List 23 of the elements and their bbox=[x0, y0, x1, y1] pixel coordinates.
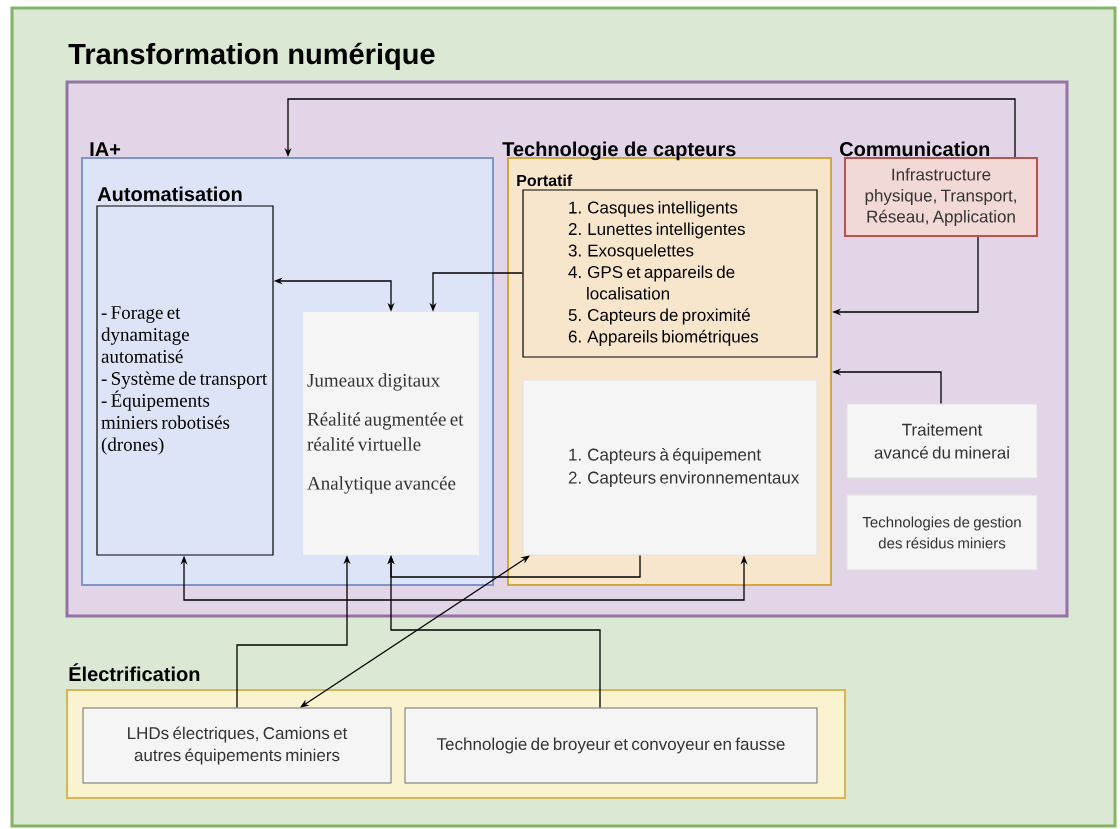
section-heading: Communication bbox=[840, 141, 990, 157]
list-box: - Forage et dynamitage automatisé - Système de transport - Équipements miniers robotisés (drones) bbox=[96, 205, 274, 556]
process-box: Technologie de broyeur et convoyeur en fausse bbox=[404, 707, 818, 784]
section-heading: Portatif bbox=[517, 174, 573, 187]
process-box: LHDs électriques, Camions et autres équipements miniers bbox=[82, 707, 392, 784]
process-box: Infrastructure physique, Transport, Réseau, Application bbox=[844, 157, 1038, 237]
list-box: 1. Capteurs à équipement 2. Capteurs environnementaux bbox=[522, 379, 818, 556]
section-heading: Automatisation bbox=[97, 186, 242, 202]
section-heading: IA+ bbox=[90, 142, 121, 156]
node-label: 2. Lunettes intelligentes bbox=[568, 222, 745, 239]
arrow bbox=[300, 555, 530, 708]
list-box: Jumeaux digitaux Réalité augmentée et réalité virtuelle Analytique avancée bbox=[303, 312, 479, 555]
process-box: Technologies de gestion des résidus miniers bbox=[846, 494, 1038, 571]
node-label: 5. Capteurs de proximité bbox=[568, 308, 750, 325]
list-box: 1. Casques intelligents 2. Lunettes intelligentes 3. Exosquelettes 4. GPS et appareils de localisation 5. Capteurs de proximité 6. Appareils biométriques bbox=[522, 189, 818, 358]
node-label: 3. Exosquelettes bbox=[568, 244, 694, 260]
node-label: 1. Casques intelligents bbox=[569, 201, 738, 217]
section-heading: Transformation numérique bbox=[68, 42, 435, 70]
node-label: 6. Appareils biométriques bbox=[568, 329, 759, 346]
section-heading: Électrification bbox=[69, 663, 200, 682]
node-label: 4. GPS et appareils de localisation bbox=[568, 265, 735, 300]
process-box: Traitement avancé du minerai bbox=[846, 403, 1038, 479]
section-heading: Technologie de capteurs bbox=[502, 141, 736, 161]
